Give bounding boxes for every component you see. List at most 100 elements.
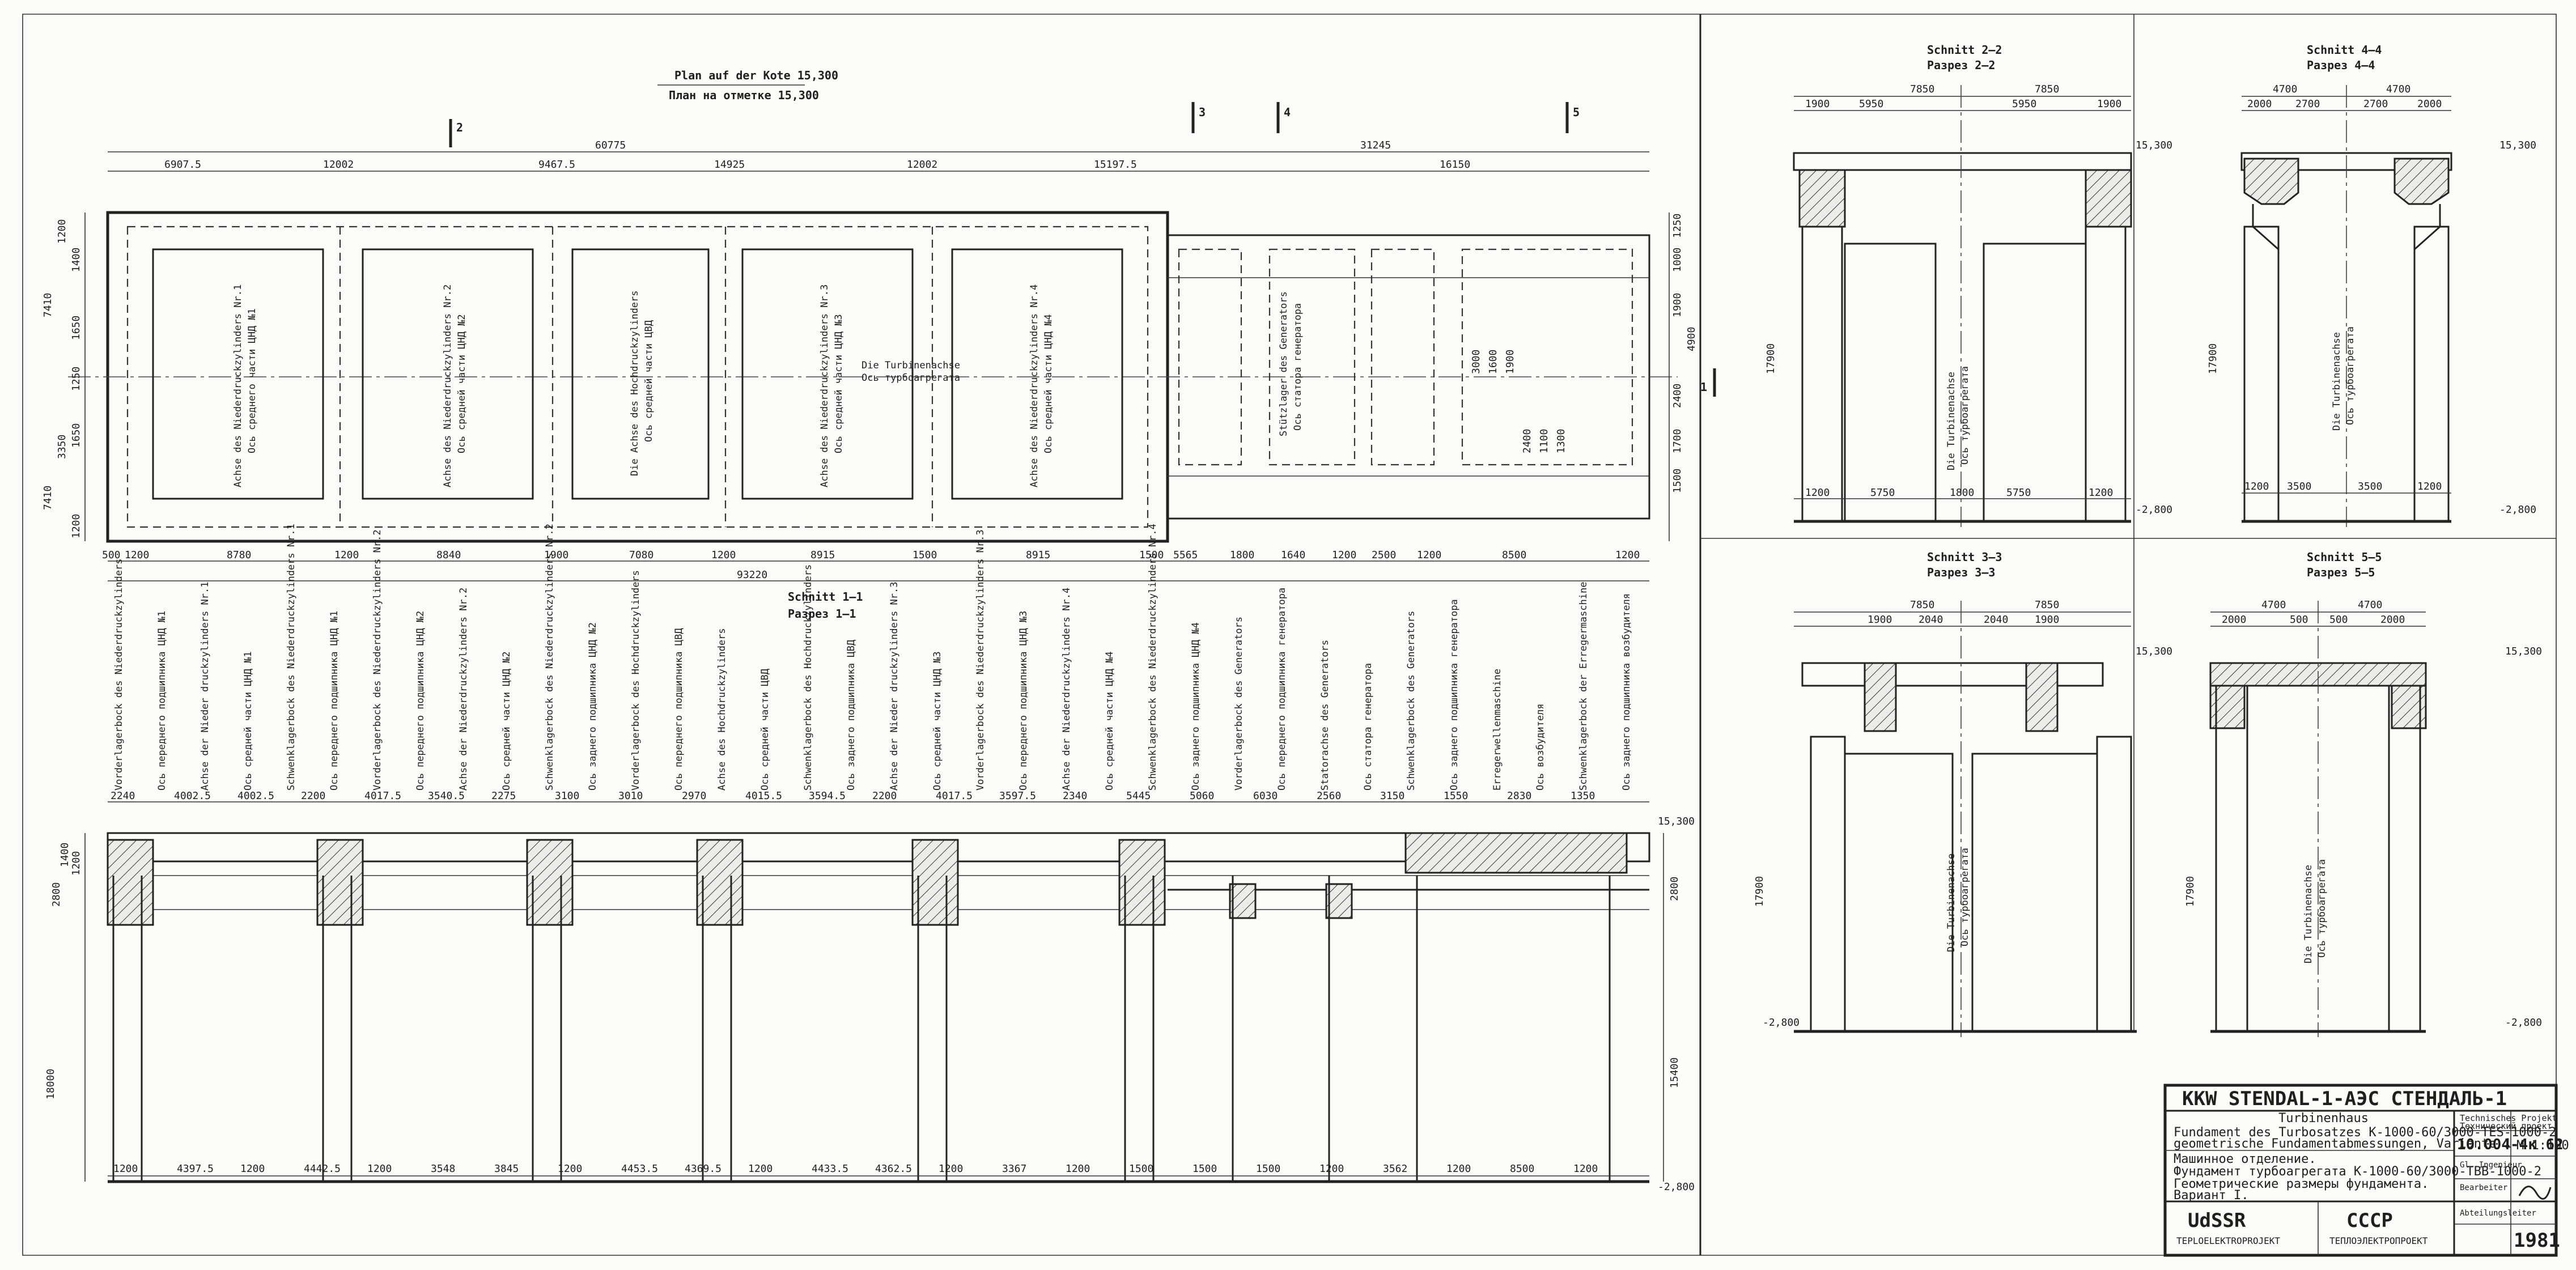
dim-text: 7850: [1910, 599, 1934, 611]
axis-label: Die Turbinenachse: [1946, 372, 1957, 470]
dim-text: 15400: [1669, 1057, 1680, 1088]
dim-text: 1000: [1671, 248, 1683, 272]
beam-section: [2393, 158, 2450, 205]
bay-hp: [572, 249, 708, 499]
plan-axis-label: Ось среднего части ЦНД №1: [247, 308, 258, 453]
dim-text: 60775: [595, 139, 626, 151]
dim-text: 4700: [2261, 599, 2286, 611]
plan-axis-label: Achse des Niederdruckzylinders Nr.3: [819, 284, 830, 487]
dim-text: 7080: [629, 549, 653, 561]
dim-text: 1200: [2417, 481, 2442, 492]
section-1-axis-label: Achse der Niederdruckzylinders Nr.4: [1061, 588, 1072, 791]
bay-lp1: [153, 249, 323, 499]
dim-text: 5565: [1173, 549, 1198, 561]
org-de: UdSSR: [2188, 1209, 2246, 1232]
dim-text: 5445: [1126, 790, 1151, 802]
height-dim: 17900: [1754, 876, 1766, 907]
bay-lp4: [952, 249, 1122, 499]
height-dim: 17900: [2184, 876, 2196, 907]
dim-text: 4397.5: [177, 1163, 214, 1175]
dim-text: 4002.5: [174, 790, 211, 802]
dim-text: 1200: [1319, 1163, 1344, 1175]
dim-text: 1500: [1671, 469, 1683, 493]
dim-text: 5060: [1190, 790, 1214, 802]
plan-axis-label: Ось средней части ЦНД №2: [456, 314, 468, 453]
dim-text: 2400: [1521, 429, 1533, 453]
dim-text: 1200: [70, 851, 82, 876]
beam-section: [1326, 884, 1352, 918]
dim-text: 9467.5: [538, 159, 575, 171]
section-1-axis-label: Erregerwellenmaschine: [1492, 669, 1503, 791]
section-1-axis-label: Ось переднего подшипника генератора: [1276, 588, 1288, 791]
beam-section: [527, 840, 572, 925]
dim-text: 8500: [1502, 549, 1526, 561]
dim-text: 2800: [50, 882, 62, 907]
title-ru: Вариант I.: [2174, 1188, 2248, 1203]
column: [2097, 737, 2131, 1031]
section-5-5: Schnitt 5–5 Разрез 5–5 4700 4700 2000 50…: [2184, 550, 2542, 1037]
section-1-axis-label: Schwenklagerbock des Niederdruckzylinder…: [286, 524, 297, 791]
dim-text: 12002: [907, 159, 937, 171]
section-marks: 2 3 4 5 1: [451, 102, 1714, 397]
elev-top: 15,300: [2505, 645, 2542, 657]
dim-text: 4369.5: [685, 1163, 722, 1175]
dim-text: 1900: [544, 549, 568, 561]
title-block-frame: [2165, 1085, 2556, 1255]
dim-text: 1200: [2244, 481, 2269, 492]
section-mark-label: 2: [456, 121, 463, 134]
dim-text: 1500: [1192, 1163, 1217, 1175]
bay-gen3: [1372, 249, 1434, 465]
title-block: KKW STENDAL-1-АЭС СТЕНДАЛЬ-1 Turbinenhau…: [2165, 1085, 2569, 1255]
dim-text: 1200: [748, 1163, 773, 1175]
cylinder-bays: [153, 227, 1632, 527]
dim-text: 2500: [1372, 549, 1396, 561]
plan-axis-label: Ось средней части ЦВД: [643, 320, 655, 442]
dim-text: 2000: [2380, 614, 2405, 626]
section-1-axis-label: Ось заднего подшипника ЦНД №2: [587, 622, 599, 791]
dim-text: 3540.5: [428, 790, 465, 802]
dim-text: 2400: [1671, 384, 1683, 408]
section-1-axis-label: Ось возбудителя: [1535, 703, 1546, 791]
beam-section: [913, 840, 958, 925]
role: Abteilungsleiter: [2460, 1209, 2536, 1218]
dim-text: 3100: [555, 790, 579, 802]
dim-text: 1400: [70, 248, 82, 272]
dim-text: 31245: [1360, 139, 1391, 151]
dim-text: 1600: [1487, 350, 1499, 374]
dim-text: 1400: [59, 843, 71, 867]
plan-axis-label: Ось средней части ЦНД №3: [833, 314, 844, 453]
dim-text: 4362.5: [875, 1163, 912, 1175]
section-1-axis-label: Schwenklagerbock des Generators: [1406, 611, 1417, 791]
dim-text: 4900: [1686, 327, 1697, 351]
sheet-frame: [23, 14, 2556, 1255]
title-de: Turbinenhaus: [2278, 1111, 2369, 1125]
axis-label: Ось турбоагрегата: [1959, 366, 1971, 465]
beam-section: [697, 840, 742, 925]
dim-text: 5750: [1870, 487, 1895, 499]
dim-text: 1650: [70, 316, 82, 340]
height-dim: 17900: [2207, 343, 2219, 374]
dim-text: 2000: [2222, 614, 2246, 626]
dim-text: 1350: [1571, 790, 1595, 802]
section-title-de: Schnitt 3–3: [1927, 550, 2002, 564]
plan-axis-label: Achse des Niederdruckzylinders Nr.2: [442, 284, 453, 487]
dim-text: 4442.5: [304, 1163, 341, 1175]
dim-text: 1900: [1671, 293, 1683, 317]
section-mark-label: 3: [1199, 105, 1206, 119]
dim-text: 8780: [227, 549, 251, 561]
dim-text: 1200: [1573, 1163, 1598, 1175]
dim-text: 1900: [2097, 98, 2121, 110]
dim-text: 3367: [1002, 1163, 1026, 1175]
section-1-axis-label: Ось переднего подшипника ЦНД №2: [415, 611, 426, 791]
section-1-axis-label: Ось средней части ЦНД №4: [1104, 651, 1115, 791]
section-1-axis-label: Vorderlagerbock des Niederdruckzylinders: [113, 559, 125, 791]
elev-top: 15,300: [2136, 139, 2172, 151]
dim-text: 1200: [558, 1163, 582, 1175]
beam-section: [2086, 170, 2131, 227]
dim-text: 5950: [1859, 98, 1883, 110]
dim-text: 3594.5: [809, 790, 846, 802]
columns: [113, 876, 1610, 1182]
stage-de: Technisches Projekt: [2460, 1113, 2557, 1123]
dim-text: 3010: [618, 790, 643, 802]
